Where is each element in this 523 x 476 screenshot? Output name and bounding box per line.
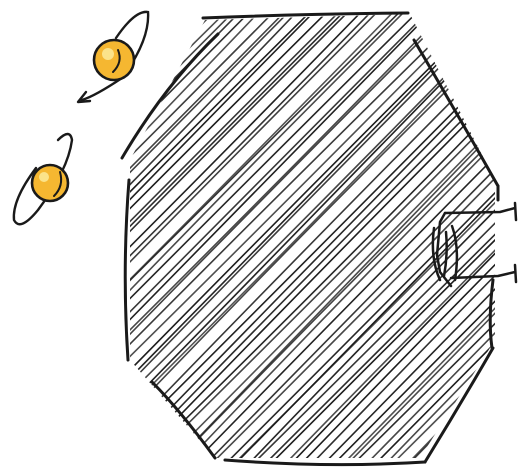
hatch-stroke (0, 0, 6, 476)
orbit-marker-icon (14, 134, 72, 224)
hatch-stroke (516, 0, 523, 472)
hatch-stroke (0, 0, 43, 471)
hatch-stroke (176, 0, 523, 473)
hatch-stroke (0, 0, 95, 470)
hatch-stroke (300, 0, 523, 476)
orbit-marker-icon (78, 12, 148, 102)
hatch-stroke (493, 0, 523, 475)
hatch-stroke (0, 0, 360, 472)
hatch-stroke (0, 0, 191, 474)
hatch-stroke (0, 0, 65, 473)
hatch-stroke (227, 0, 523, 471)
hatch-stroke (0, 0, 71, 475)
hatch-stroke (0, 0, 104, 474)
hatch-stroke (0, 0, 92, 476)
hatch-stroke (241, 0, 523, 472)
hatch-stroke (507, 0, 523, 476)
hatch-stroke (0, 0, 77, 474)
hatch-stroke (0, 0, 39, 474)
hatch-stroke (0, 0, 333, 476)
hatch-stroke (437, 0, 523, 471)
hatch-stroke (498, 0, 523, 476)
hatch-stroke (456, 0, 523, 476)
hatch-stroke (322, 0, 523, 476)
hatch-stroke (0, 0, 29, 473)
hatch-stroke (0, 0, 20, 476)
hatch-stroke (0, 0, 55, 476)
hatch-stroke (0, 0, 290, 471)
hatch-stroke (483, 0, 523, 474)
hatch-stroke (0, 0, 185, 474)
hatch-stroke (0, 0, 323, 475)
hatch-stroke (427, 0, 523, 475)
